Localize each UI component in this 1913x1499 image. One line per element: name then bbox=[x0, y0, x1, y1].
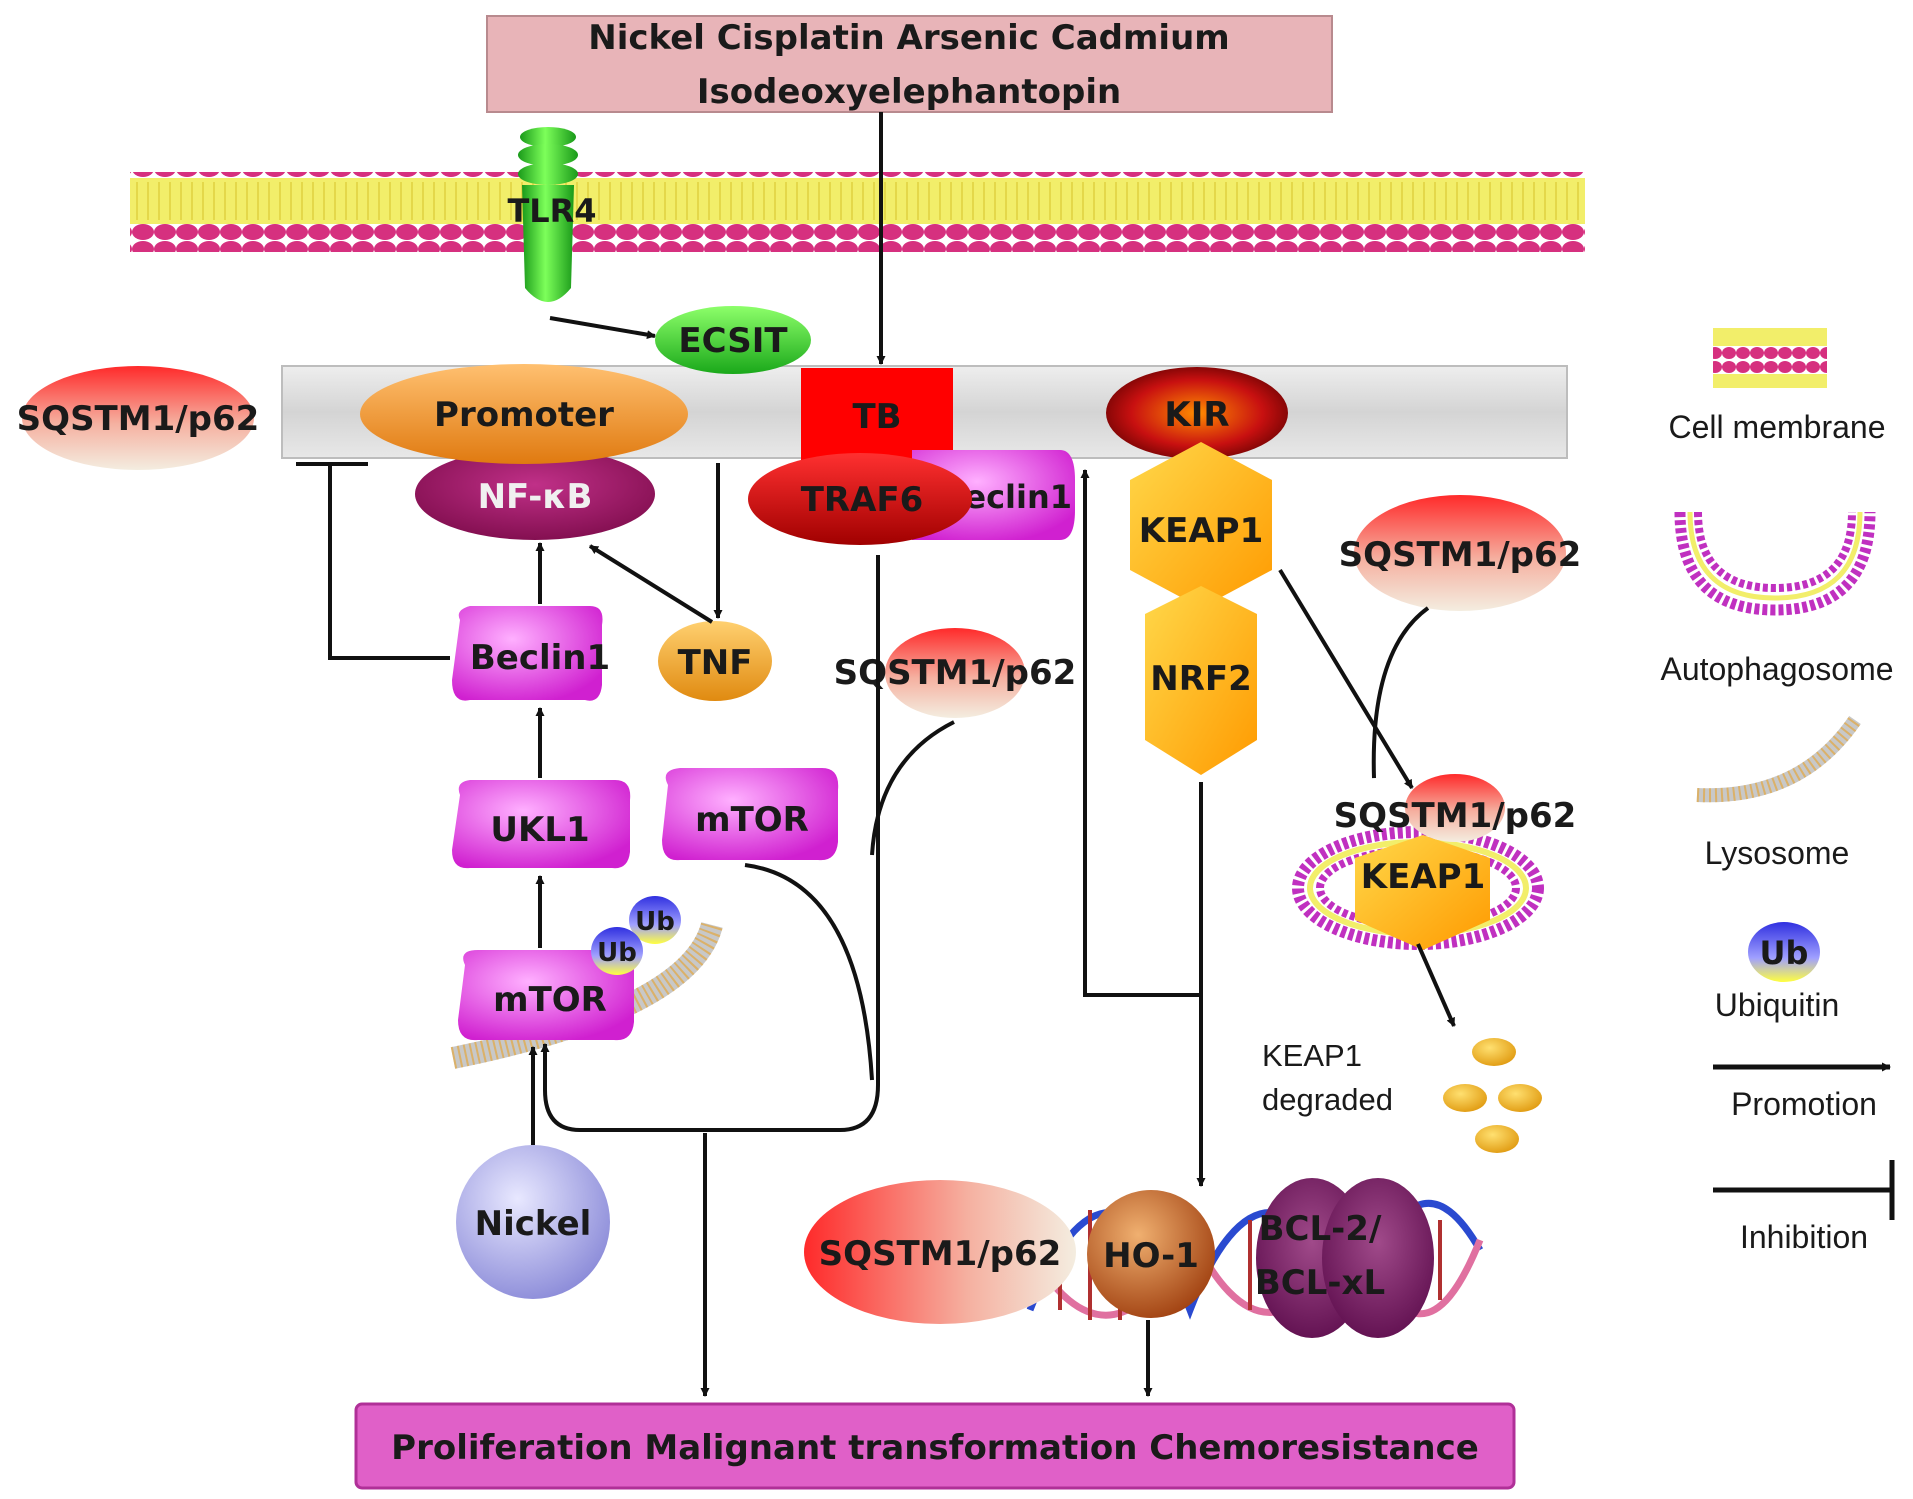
beclin1-node: Beclin1 bbox=[452, 606, 610, 701]
beclin1-label: Beclin1 bbox=[470, 638, 610, 678]
arrow-nrf2-loop bbox=[1080, 469, 1201, 997]
ecsit-node: ECSIT bbox=[655, 306, 811, 374]
sqstm1-left-node: SQSTM1/p62 bbox=[17, 366, 260, 470]
legend: Cell membrane Autophagosome Lysosome Ub … bbox=[1660, 328, 1895, 1255]
kir-node: KIR bbox=[1106, 367, 1288, 459]
mtor-left-node: mTOR bbox=[458, 950, 635, 1041]
bcl2-bclxl-node: BCL-2/ BCL-xL bbox=[1255, 1178, 1434, 1338]
traf6-label: TRAF6 bbox=[801, 480, 924, 520]
ukl1-label: UKL1 bbox=[490, 810, 589, 850]
outcome-box: Proliferation Malignant transformation C… bbox=[354, 1402, 1516, 1490]
stimulus-box: Nickel Cisplatin Arsenic Cadmium Isodeox… bbox=[486, 15, 1333, 113]
legend-autophagosome-label: Autophagosome bbox=[1660, 651, 1893, 687]
nfkb-label: NF-κB bbox=[478, 477, 593, 517]
legend-ub-label: Ub bbox=[1760, 934, 1809, 972]
ho1-node: HO-1 bbox=[1087, 1190, 1215, 1318]
promoter-node: Promoter bbox=[360, 364, 688, 464]
sqstm1-right-label: SQSTM1/p62 bbox=[1339, 535, 1582, 575]
bcl-label-1: BCL-2/ bbox=[1259, 1209, 1382, 1249]
tb-label: TB bbox=[852, 397, 901, 437]
mtor-right-node: mTOR bbox=[662, 768, 839, 861]
ho1-label: HO-1 bbox=[1103, 1236, 1199, 1276]
tlr4-label: TLR4 bbox=[507, 192, 596, 230]
nrf2-label: NRF2 bbox=[1150, 659, 1252, 699]
legend-autophagosome-icon bbox=[1674, 511, 1876, 616]
keap1-node: KEAP1 bbox=[1130, 442, 1272, 608]
bcl-label-2: BCL-xL bbox=[1255, 1263, 1385, 1303]
cell-membrane bbox=[130, 172, 1585, 252]
legend-lysosome-icon bbox=[1696, 716, 1861, 803]
tnf-label: TNF bbox=[678, 643, 753, 683]
stimulus-line-2: Isodeoxyelephantopin bbox=[697, 72, 1121, 112]
arrow-tnf-to-nfkb bbox=[588, 544, 714, 624]
nfkb-node: NF-κB bbox=[415, 448, 655, 540]
nickel-node: Nickel bbox=[456, 1145, 610, 1299]
tb-node: TB bbox=[801, 368, 953, 460]
sqstm1-middle-label: SQSTM1/p62 bbox=[834, 653, 1077, 693]
ecsit-label: ECSIT bbox=[678, 321, 788, 361]
autophagosome-keap1-complex: SQSTM1/p62 KEAP1 bbox=[1292, 774, 1577, 950]
traf6-node: TRAF6 bbox=[748, 453, 972, 545]
arrow-traf6-to-mtor bbox=[540, 555, 880, 1132]
legend-cell-membrane-label: Cell membrane bbox=[1669, 409, 1886, 445]
nickel-label: Nickel bbox=[475, 1204, 592, 1244]
arrow-autophagosome-to-degraded bbox=[1416, 943, 1456, 1027]
nrf2-node: NRF2 bbox=[1145, 586, 1257, 775]
legend-inhibition-label: Inhibition bbox=[1740, 1219, 1868, 1255]
ub-label-2: Ub bbox=[597, 938, 637, 968]
promoter-label: Promoter bbox=[434, 395, 614, 435]
tlr4-receptor: TLR4 bbox=[507, 127, 597, 302]
sqstm1-right-node: SQSTM1/p62 bbox=[1339, 495, 1582, 611]
outcome-label: Proliferation Malignant transformation C… bbox=[391, 1428, 1479, 1468]
connectors bbox=[296, 112, 1456, 1397]
inhibit-beclin1-to-sqstm1 bbox=[328, 464, 450, 660]
mtor-left-label: mTOR bbox=[493, 980, 607, 1020]
keap1-degraded-label-1: KEAP1 bbox=[1262, 1038, 1362, 1073]
legend-promotion-label: Promotion bbox=[1731, 1086, 1877, 1122]
line-mtor-right-curve bbox=[744, 863, 874, 1081]
ub-label-1: Ub bbox=[635, 907, 675, 937]
legend-membrane-icon bbox=[1713, 328, 1827, 388]
legend-lysosome-label: Lysosome bbox=[1705, 835, 1850, 871]
ub-badge-1: Ub bbox=[629, 896, 681, 944]
arrow-keap1-to-autophagosome bbox=[1278, 568, 1414, 790]
keap1-autophagosome-label: KEAP1 bbox=[1361, 857, 1485, 897]
arrow-tlr4-to-ecsit bbox=[549, 316, 656, 340]
legend-ubiquitin-icon bbox=[1748, 922, 1820, 982]
sqstm1-autophagosome-label: SQSTM1/p62 bbox=[1334, 796, 1577, 836]
legend-ubiquitin-label: Ubiquitin bbox=[1715, 987, 1840, 1023]
stimulus-line-1: Nickel Cisplatin Arsenic Cadmium bbox=[588, 18, 1229, 58]
sqstm1-bottom-label: SQSTM1/p62 bbox=[819, 1234, 1062, 1274]
kir-label: KIR bbox=[1164, 395, 1229, 435]
mtor-right-label: mTOR bbox=[695, 800, 809, 840]
ub-badge-2: Ub bbox=[591, 927, 643, 975]
sqstm1-middle-node: SQSTM1/p62 bbox=[834, 628, 1077, 718]
ukl1-node: UKL1 bbox=[452, 780, 631, 869]
tnf-node: TNF bbox=[658, 621, 772, 701]
sqstm1-bottom-node: SQSTM1/p62 bbox=[804, 1180, 1076, 1324]
keap1-degraded: KEAP1 degraded bbox=[1262, 1038, 1542, 1153]
keap1-degraded-label-2: degraded bbox=[1262, 1082, 1393, 1117]
sqstm1-left-label: SQSTM1/p62 bbox=[17, 399, 260, 439]
keap1-label: KEAP1 bbox=[1139, 511, 1263, 551]
line-sqstm1-middle-curve bbox=[870, 720, 955, 856]
line-sqstm1-right-curve bbox=[1371, 606, 1430, 779]
